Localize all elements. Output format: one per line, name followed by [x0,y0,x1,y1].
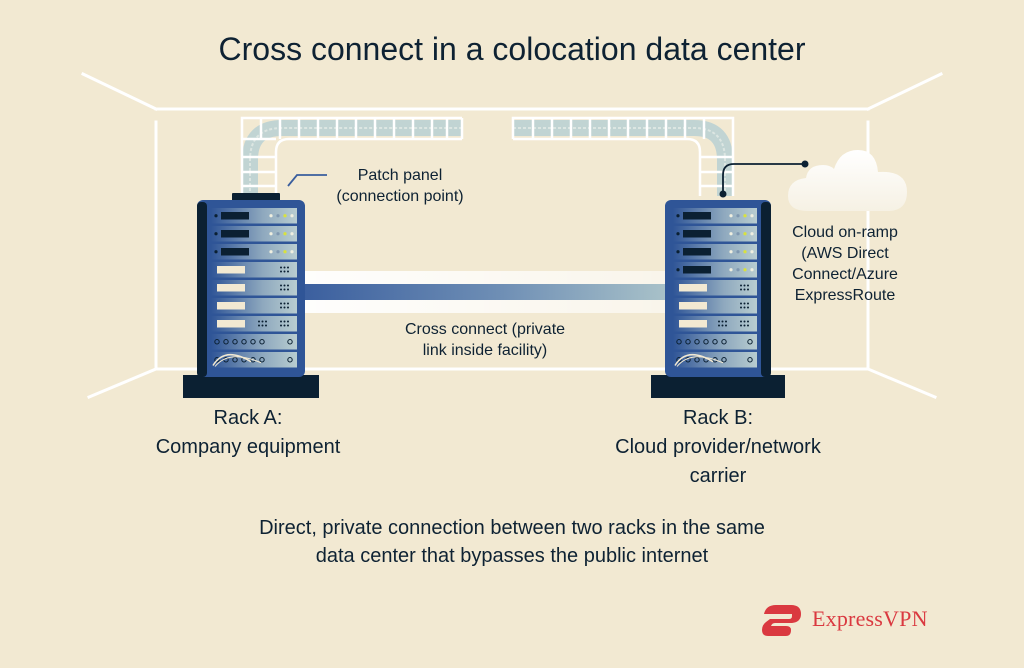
rack-unit [673,226,757,242]
status-led [729,268,733,272]
cross-connect-link [300,271,668,313]
floor-right-diagonal [866,367,937,399]
rack-unit [211,244,297,260]
patch-panel-label-line1: Patch panel [357,167,443,184]
page-title: Cross connect in a colocation data cente… [218,31,806,67]
rack-a-label: Rack A: Company equipment [120,404,376,462]
rack-unit [673,352,757,368]
status-led [736,268,740,272]
rack-unit [673,262,757,278]
status-led [736,250,740,254]
cloud-connector [719,160,809,198]
rack-a-label-line2: Company equipment [155,436,341,458]
patch-cable [676,356,724,367]
patch-cable [674,354,714,366]
status-led [290,232,294,236]
status-led [283,232,287,236]
status-led [743,214,747,218]
rack-b [651,200,785,398]
description: Direct, private connection between two r… [0,514,1024,570]
rack-unit [211,298,297,314]
ceiling-left-diagonal [80,71,159,112]
brand-name: ExpressVPN [812,606,928,631]
rack-b-label: Rack B: Cloud provider/network carrier [590,404,846,491]
expressvpn-logo-icon [762,605,801,636]
status-led [276,214,280,218]
patch-panel-label-line2: (connection point) [336,188,464,205]
rack-unit [211,226,297,242]
rack-a [183,193,319,398]
cross-connect-label-line1: Cross connect (private [404,321,566,338]
status-led [290,214,294,218]
cross-connect-label-line2: link inside facility) [422,342,548,359]
rack-unit [211,262,297,278]
patch-panel [232,193,280,202]
status-led [269,232,273,236]
status-led [750,268,754,272]
status-led [269,214,273,218]
rack-unit [673,208,757,224]
description-line1: Direct, private connection between two r… [259,517,765,539]
rack-unit [211,334,297,350]
status-led [276,250,280,254]
rack-unit [211,208,297,224]
status-led [729,232,733,236]
rack-unit [673,244,757,260]
cloud-onramp-label-line4: ExpressRoute [794,287,896,304]
patch-panel-callout-line [287,174,327,187]
cable-tray-right [511,116,735,196]
cloud-onramp-label-line1: Cloud on-ramp [792,224,898,241]
patch-panel-label: Patch panel (connection point) [300,165,500,207]
cross-connect-label: Cross connect (private link inside facil… [385,319,585,361]
status-led [283,250,287,254]
rack-unit [211,316,297,332]
rack-b-label-line2: Cloud provider/network [615,436,821,458]
rack-unit [673,280,757,296]
status-led [283,214,287,218]
cloud-onramp-label-line2: (AWS Direct [801,245,889,262]
rack-side [761,202,771,377]
cable-tray-left [240,116,464,196]
status-led [736,232,740,236]
rack-unit [211,280,297,296]
status-led [743,250,747,254]
rack-side [197,202,207,377]
rack-b-label-line1: Rack B: [682,407,754,429]
rack-unit [673,298,757,314]
status-led [750,232,754,236]
rack-b-label-line3: carrier [689,465,747,487]
floor-left-diagonal [87,367,158,399]
status-led [743,232,747,236]
status-led [750,250,754,254]
status-led [276,232,280,236]
status-led [743,268,747,272]
patch-cable [212,354,252,366]
cloud-onramp-label: Cloud on-ramp (AWS Direct Connect/Azure … [775,222,915,306]
rack-base [183,375,319,398]
ceiling-right-diagonal [865,71,944,112]
cloud-icon [788,150,907,211]
description-line2: data center that bypasses the public int… [315,545,709,567]
status-led [290,250,294,254]
status-led [750,214,754,218]
rack-a-label-line1: Rack A: [213,407,283,429]
status-led [269,250,273,254]
cloud-onramp-label-line3: Connect/Azure [792,266,898,283]
rack-unit [211,352,297,368]
rack-unit [673,334,757,350]
status-led [729,214,733,218]
status-led [729,250,733,254]
rack-base [651,375,785,398]
status-led [736,214,740,218]
rack-unit [673,316,757,332]
patch-cable [214,356,262,367]
